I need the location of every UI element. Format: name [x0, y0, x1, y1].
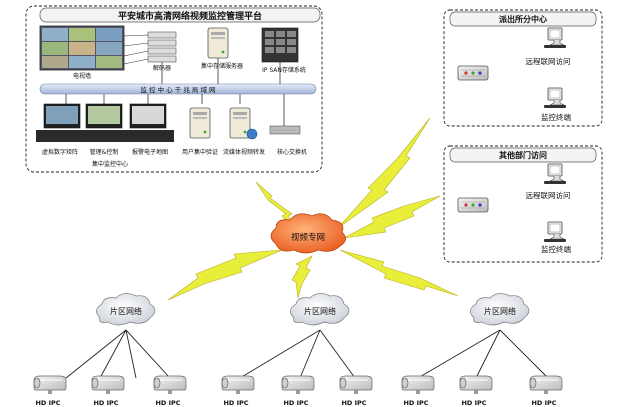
- tv-wall-label: 电视墙: [73, 72, 91, 80]
- tv-wall-icon: [39, 25, 125, 71]
- camera-icon: [281, 375, 315, 395]
- hd-ipc-camera: HD IPC: [221, 375, 255, 407]
- lan-bar: [39, 83, 317, 95]
- camera-icon: [339, 375, 373, 395]
- lan-bar-label: 监 控 中 心 千 兆 局 域 网: [140, 85, 215, 94]
- platform-title: 平安城市高清网络视频监控管理平台: [118, 10, 262, 22]
- hd-ipc-camera: HD IPC: [281, 375, 315, 407]
- stream-forward-server-icon: [229, 107, 258, 140]
- area-cloud-label: 片区网络: [304, 306, 336, 316]
- stream-forward-label: 流媒体视频转发: [223, 148, 265, 156]
- video-private-network-cloud: 视频专网: [270, 213, 346, 254]
- camera-icon: [153, 375, 187, 395]
- camera-icon: [459, 375, 493, 395]
- area-cloud-left: 片区网络: [96, 293, 156, 326]
- camera-label: HD IPC: [461, 399, 486, 407]
- virtual-matrix-label: 虚拟数字矩阵: [42, 148, 78, 156]
- hd-ipc-camera: HD IPC: [459, 375, 493, 407]
- camera-icon: [91, 375, 125, 395]
- area-cloud-label: 片区网络: [110, 306, 142, 316]
- core-switch-label: 核心交换机: [277, 148, 307, 156]
- monitoring-platform: 平安城市高清网络视频监控管理平台 电视墙 解码器: [25, 5, 323, 173]
- ipsan-storage-icon: [261, 27, 299, 84]
- alarm-map-workstation-icon: [124, 103, 174, 142]
- hd-ipc-camera: HD IPC: [153, 375, 187, 407]
- camera-icon: [529, 375, 563, 395]
- camera-label: HD IPC: [341, 399, 366, 407]
- area-cloud-right: 片区网络: [470, 293, 530, 326]
- camera-label: HD IPC: [531, 399, 556, 407]
- hd-ipc-camera: HD IPC: [529, 375, 563, 407]
- center-label: 集中监控中心: [92, 160, 128, 168]
- management-control-label: 管理&控制: [90, 148, 119, 156]
- other-department-access: 其他部门访问 远程联网访问 监控终端: [443, 145, 603, 263]
- virtual-matrix-workstation-icon: [36, 103, 88, 142]
- camera-row: HD IPC HD IPC HD IPC HD IPC HD IPC HD IP…: [33, 375, 563, 407]
- core-switch-icon: [269, 125, 301, 135]
- ipsan-label: IP SAN存储系统: [262, 66, 306, 74]
- other-dept-title: 其他部门访问: [499, 150, 547, 160]
- police-remote-label: 远程联网访问: [526, 56, 571, 66]
- user-auth-label: 用户集中验证: [182, 148, 218, 156]
- police-terminal-label: 监控终端: [541, 112, 571, 122]
- central-storage-label: 集中存储服务器: [201, 62, 243, 70]
- router-icon: [457, 197, 489, 213]
- camera-label: HD IPC: [283, 399, 308, 407]
- camera-icon: [221, 375, 255, 395]
- hd-ipc-camera: HD IPC: [401, 375, 435, 407]
- camera-label: HD IPC: [223, 399, 248, 407]
- police-station-title: 派出所分中心: [499, 14, 547, 24]
- management-control-workstation-icon: [80, 103, 130, 142]
- hd-ipc-camera: HD IPC: [33, 375, 67, 407]
- router-icon: [457, 65, 489, 81]
- decoder-icon: [123, 31, 177, 84]
- camera-label: HD IPC: [403, 399, 428, 407]
- camera-label: HD IPC: [155, 399, 180, 407]
- police-station-subcenter: 派出所分中心 远程联网访问 监控终端: [443, 9, 603, 127]
- camera-icon: [401, 375, 435, 395]
- hd-ipc-camera: HD IPC: [339, 375, 373, 407]
- alarm-map-label: 报警电子地图: [132, 148, 168, 156]
- other-remote-label: 远程联网访问: [526, 190, 571, 200]
- central-storage-server-icon: [207, 27, 229, 84]
- private-net-label: 视频专网: [291, 232, 325, 243]
- area-cloud-label: 片区网络: [484, 306, 516, 316]
- user-auth-server-icon: [189, 107, 211, 139]
- hd-ipc-camera: HD IPC: [91, 375, 125, 407]
- camera-label: HD IPC: [93, 399, 118, 407]
- decoder-label: 解码器: [153, 64, 171, 72]
- area-cloud-middle: 片区网络: [290, 293, 350, 326]
- other-terminal-label: 监控终端: [541, 244, 571, 254]
- camera-icon: [33, 375, 67, 395]
- camera-label: HD IPC: [35, 399, 60, 407]
